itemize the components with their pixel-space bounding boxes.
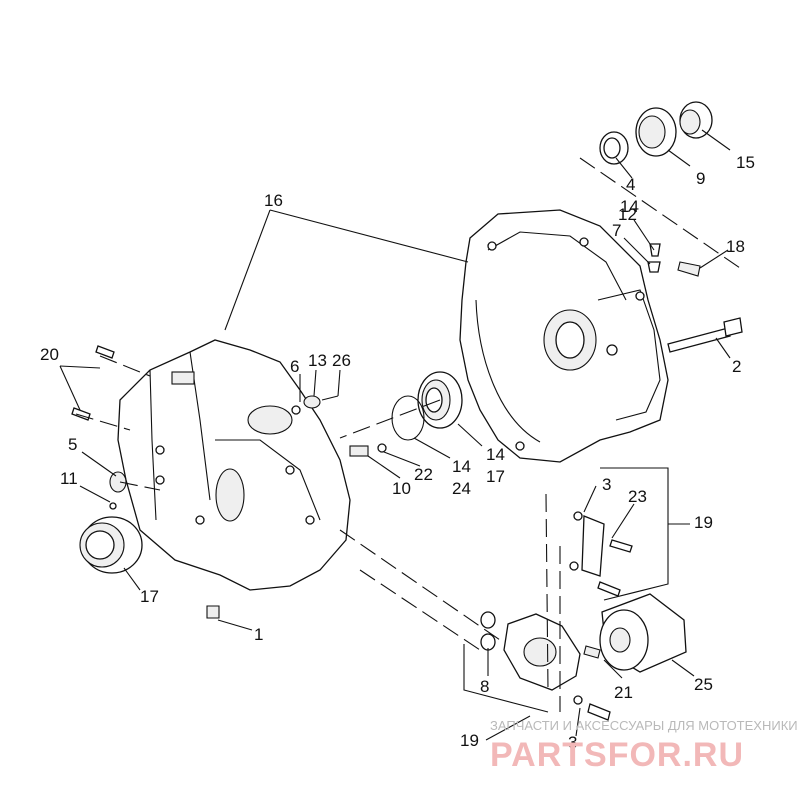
label-25: 25 — [694, 675, 713, 694]
label-3-top: 3 — [602, 475, 611, 494]
oil-filter — [599, 593, 687, 673]
watermark-tagline: ЗАПЧАСТИ И АКСЕССУАРЫ ДЛЯ МОТОТЕХНИКИ — [490, 718, 798, 733]
label-14-bearing: 14 — [486, 445, 505, 464]
adapter-bolt — [573, 695, 611, 721]
label-24: 24 — [452, 479, 471, 498]
label-20: 20 — [40, 345, 59, 364]
label-1: 1 — [254, 625, 263, 644]
label-16: 16 — [264, 191, 283, 210]
needle-bearing — [109, 471, 127, 493]
o-ring — [377, 443, 387, 453]
label-14-seal: 14 — [620, 197, 639, 216]
left-crankcase-half — [117, 339, 351, 591]
label-18: 18 — [726, 237, 745, 256]
label-21: 21 — [614, 683, 633, 702]
label-14-ring: 14 — [452, 457, 471, 476]
filter-nipple — [583, 645, 601, 659]
label-15: 15 — [736, 153, 755, 172]
leader-lines — [59, 129, 731, 741]
label-9: 9 — [696, 169, 705, 188]
crankcase-studs — [71, 345, 115, 421]
label-2: 2 — [732, 357, 741, 376]
label-12: 12 — [618, 205, 637, 224]
label-17-center: 17 — [486, 467, 505, 486]
seal-and-bearing-stack — [599, 101, 713, 165]
label-7: 7 — [612, 221, 621, 240]
label-19-bottom: 19 — [460, 731, 479, 750]
label-13: 13 — [308, 351, 327, 370]
small-hardware-6-13-26 — [291, 395, 339, 415]
drain-plug — [206, 605, 220, 619]
label-19-top: 19 — [694, 513, 713, 532]
long-bolt — [667, 317, 743, 353]
retaining-ring — [391, 395, 425, 441]
dowel-sleeve — [349, 445, 369, 457]
small-plugs — [647, 243, 701, 277]
watermark-brand: PARTSFOR.RU — [490, 736, 744, 774]
part-number-labels: 16 20 5 11 17 1 6 13 26 10 22 14 24 14 1… — [40, 153, 755, 752]
label-22: 22 — [414, 465, 433, 484]
label-17-left: 17 — [140, 587, 159, 606]
label-11: 11 — [60, 469, 78, 488]
oil-filter-adapter — [480, 611, 581, 691]
label-4: 4 — [626, 175, 635, 194]
filter-bracket — [569, 511, 633, 597]
right-crankcase-half — [459, 209, 669, 463]
label-10: 10 — [392, 479, 411, 498]
label-3-bottom: 3 — [568, 733, 577, 752]
watermark: ЗАПЧАСТИ И АКСЕССУАРЫ ДЛЯ МОТОТЕХНИКИ PA… — [490, 718, 798, 774]
label-8: 8 — [480, 677, 489, 696]
dowel-pin — [109, 502, 117, 510]
label-6: 6 — [290, 357, 299, 376]
label-26: 26 — [332, 351, 351, 370]
label-5: 5 — [68, 435, 77, 454]
main-bearing-left — [79, 516, 143, 574]
label-23: 23 — [628, 487, 647, 506]
assembly-lines — [75, 157, 741, 712]
